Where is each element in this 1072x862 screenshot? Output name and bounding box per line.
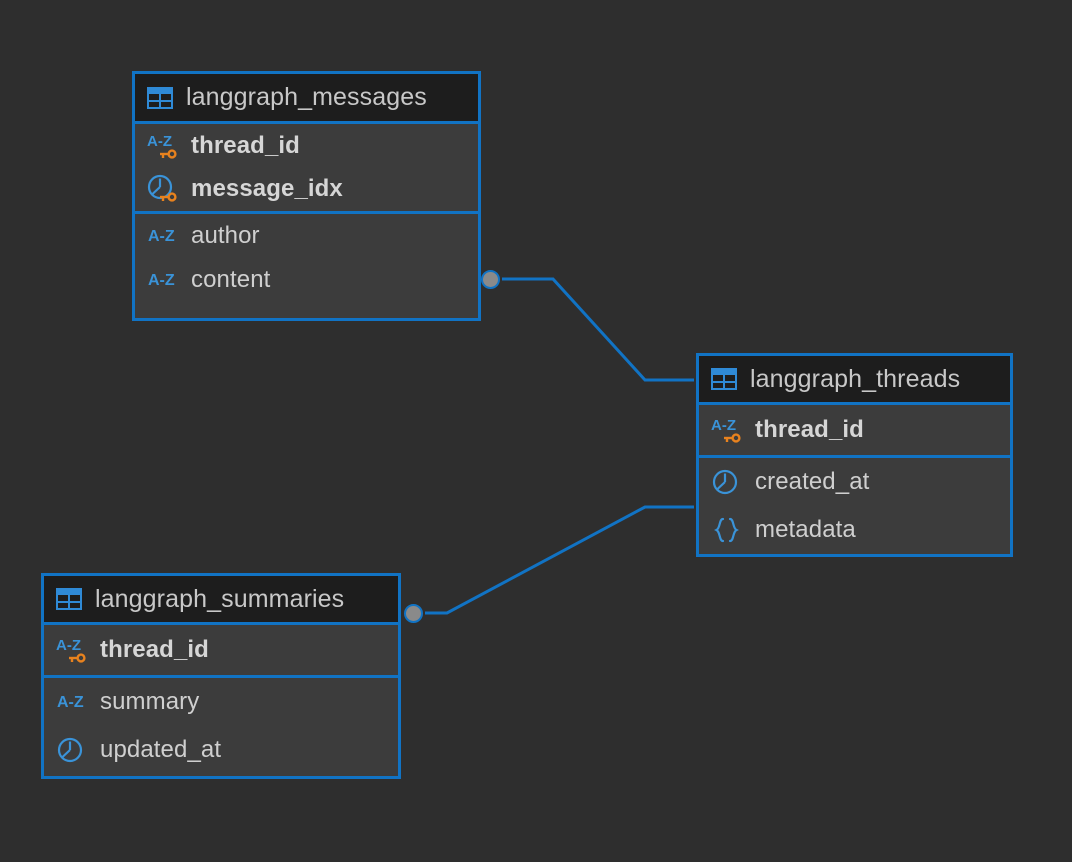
column-section: A-Z summary updated_at bbox=[44, 678, 398, 774]
column-name: created_at bbox=[755, 468, 870, 495]
table-header-langgraph-messages[interactable]: langgraph_messages bbox=[135, 74, 478, 124]
svg-text:A-Z: A-Z bbox=[711, 417, 736, 434]
string-icon: A-Z bbox=[56, 687, 88, 717]
relationship-messages-threads[interactable] bbox=[502, 277, 694, 382]
json-icon bbox=[711, 515, 743, 545]
table-icon bbox=[56, 588, 82, 610]
column-row-metadata[interactable]: metadata bbox=[699, 506, 1010, 554]
primary-key-section: A-Z thread_id bbox=[135, 124, 478, 214]
relationship-summaries-threads[interactable] bbox=[425, 505, 694, 615]
string-key-icon: A-Z bbox=[56, 635, 88, 665]
table-langgraph-summaries[interactable]: langgraph_summaries A-Z thread_id bbox=[41, 573, 401, 779]
column-name: summary bbox=[100, 688, 200, 715]
primary-key-section: A-Z thread_id bbox=[699, 405, 1010, 458]
column-row-created-at[interactable]: created_at bbox=[699, 458, 1010, 506]
column-section: A-Z author A-Z content bbox=[135, 214, 478, 302]
primary-key-section: A-Z thread_id bbox=[44, 625, 398, 678]
svg-text:A-Z: A-Z bbox=[57, 694, 84, 711]
relationship-handle-messages[interactable] bbox=[481, 270, 500, 289]
table-title: langgraph_threads bbox=[750, 364, 961, 393]
relationship-handle-summaries[interactable] bbox=[404, 604, 423, 623]
numeric-key-icon bbox=[147, 174, 179, 204]
clock-icon bbox=[711, 467, 743, 497]
column-name: message_idx bbox=[191, 175, 343, 202]
column-name: metadata bbox=[755, 516, 856, 543]
clock-icon bbox=[56, 735, 88, 765]
string-icon: A-Z bbox=[147, 221, 179, 251]
column-row-updated-at[interactable]: updated_at bbox=[44, 726, 398, 774]
string-icon: A-Z bbox=[147, 265, 179, 295]
column-row-thread-id[interactable]: A-Z thread_id bbox=[699, 405, 1010, 455]
table-header-langgraph-threads[interactable]: langgraph_threads bbox=[699, 356, 1010, 405]
table-icon bbox=[711, 368, 737, 390]
column-name: thread_id bbox=[191, 131, 300, 159]
string-key-icon: A-Z bbox=[711, 415, 743, 445]
svg-text:A-Z: A-Z bbox=[148, 228, 175, 245]
table-icon bbox=[147, 86, 173, 109]
table-title: langgraph_summaries bbox=[95, 584, 345, 613]
table-title: langgraph_messages bbox=[186, 83, 427, 111]
column-row-author[interactable]: A-Z author bbox=[135, 214, 478, 258]
string-key-icon: A-Z bbox=[147, 131, 179, 161]
column-row-thread-id[interactable]: A-Z thread_id bbox=[135, 124, 478, 167]
column-name: author bbox=[191, 222, 260, 249]
column-row-message-idx[interactable]: message_idx bbox=[135, 167, 478, 211]
column-name: thread_id bbox=[100, 636, 209, 663]
table-langgraph-messages[interactable]: langgraph_messages A-Z thread_id bbox=[132, 71, 481, 321]
column-name: updated_at bbox=[100, 736, 222, 763]
column-row-content[interactable]: A-Z content bbox=[135, 258, 478, 302]
svg-text:A-Z: A-Z bbox=[56, 637, 81, 654]
svg-text:A-Z: A-Z bbox=[148, 272, 175, 289]
svg-text:A-Z: A-Z bbox=[147, 133, 172, 150]
column-row-thread-id[interactable]: A-Z thread_id bbox=[44, 625, 398, 675]
column-name: thread_id bbox=[755, 416, 864, 443]
column-section: created_at metadata bbox=[699, 458, 1010, 554]
table-header-langgraph-summaries[interactable]: langgraph_summaries bbox=[44, 576, 398, 625]
table-langgraph-threads[interactable]: langgraph_threads A-Z thread_id bbox=[696, 353, 1013, 557]
column-row-summary[interactable]: A-Z summary bbox=[44, 678, 398, 726]
column-name: content bbox=[191, 266, 271, 293]
